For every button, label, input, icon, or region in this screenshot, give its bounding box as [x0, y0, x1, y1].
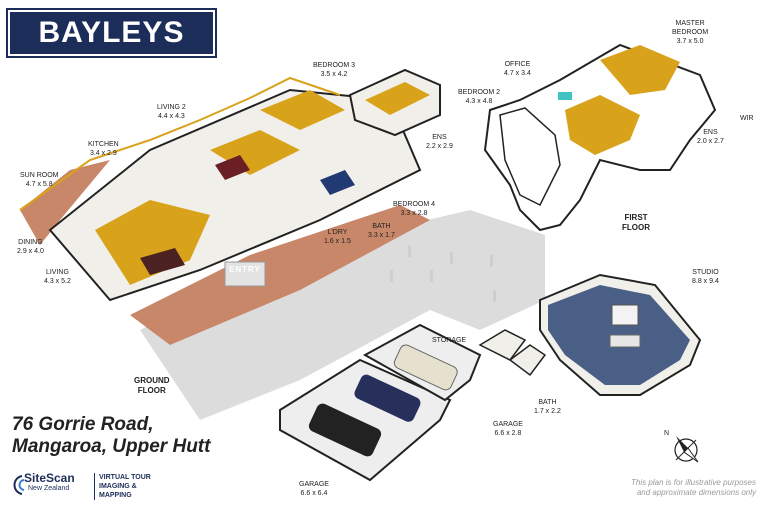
bedroom3-floor	[260, 90, 345, 130]
ground-floor-label: GROUND FLOOR	[134, 376, 170, 395]
sitescan-swirl-icon	[13, 475, 25, 495]
entry-step	[224, 261, 266, 287]
address-line-2: Mangaroa, Upper Hutt	[12, 436, 211, 457]
rug-red	[215, 155, 250, 180]
compass-icon	[674, 436, 699, 463]
address-line-1: 76 Gorrie Road,	[12, 414, 154, 435]
paving-area	[140, 210, 545, 420]
garage-large-block	[279, 358, 452, 482]
rug-blue	[320, 170, 355, 195]
brick-patio-left	[20, 160, 110, 245]
office-floor	[565, 95, 640, 155]
sitescan-logo[interactable]: SiteScan New Zealand VIRTUAL TOUR IMAGIN…	[10, 470, 170, 504]
car-navy	[354, 374, 421, 422]
bayleys-logo[interactable]: BAYLEYS	[6, 8, 217, 58]
master-floor	[600, 45, 680, 95]
car-white	[393, 344, 458, 391]
entry-label: ENTRY	[229, 265, 261, 274]
room-label-wir: WIR	[740, 115, 754, 122]
brick-patio	[130, 205, 430, 345]
studio-sofa	[609, 334, 641, 348]
car-black	[308, 403, 382, 457]
disclaimer: This plan is for illustrative purposes a…	[631, 478, 756, 498]
sitescan-tagline: VIRTUAL TOUR IMAGING & MAPPING	[94, 473, 170, 500]
deck-rail	[19, 76, 341, 211]
first-floor-inner	[499, 107, 561, 207]
sitescan-name: SiteScan	[24, 471, 75, 485]
bath-studio-block	[508, 344, 547, 377]
property-address: 76 Gorrie Road, Mangaroa, Upper Hutt	[12, 414, 210, 458]
studio-bed	[611, 304, 639, 326]
bedroom2-floor	[365, 82, 430, 115]
storage-block	[478, 329, 527, 361]
rug-dark	[140, 248, 185, 275]
disclaimer-line-2: and approximate dimensions only	[636, 488, 756, 497]
disclaimer-line-1: This plan is for illustrative purposes	[631, 478, 756, 487]
room-label-storage: STORAGE	[432, 337, 467, 344]
sitescan-region: New Zealand	[28, 485, 70, 492]
compass-north-label: N	[664, 430, 670, 437]
brand-name: BAYLEYS	[38, 16, 185, 49]
living-floor	[95, 200, 210, 285]
pergola-posts	[390, 245, 496, 302]
office-desk	[558, 92, 572, 100]
first-floor-label: FIRST FLOOR	[622, 213, 650, 232]
